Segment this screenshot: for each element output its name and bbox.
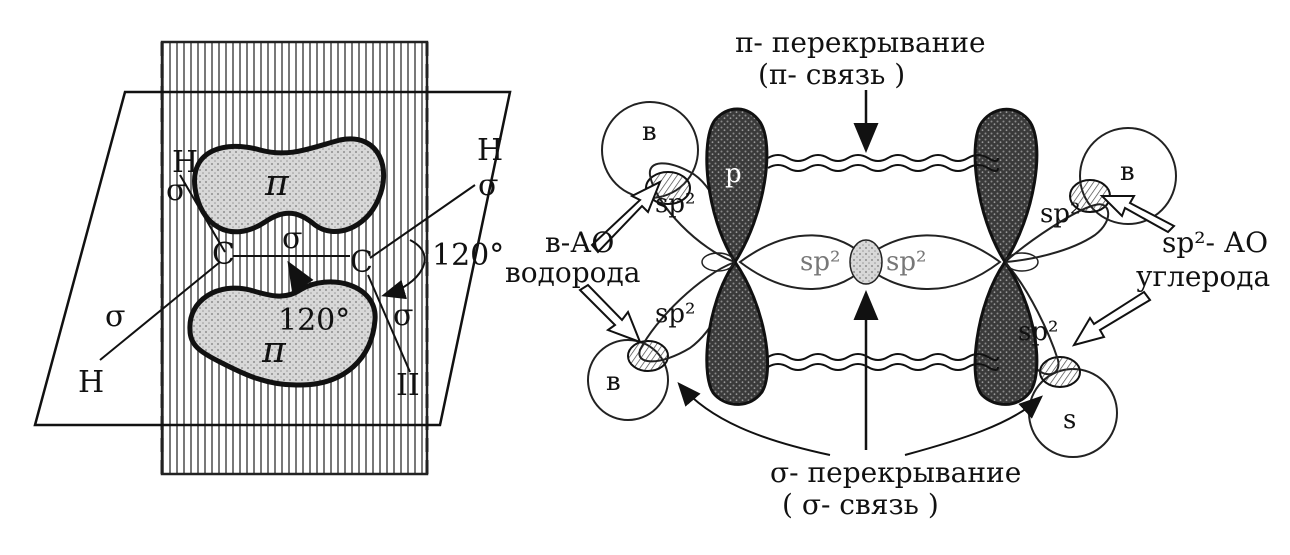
h-ao-label-line2: водорода bbox=[505, 256, 640, 289]
pi-plane bbox=[160, 40, 429, 476]
s-orbital-bottom-left bbox=[587, 339, 669, 421]
sigma-overlap-title: σ- перекрывание bbox=[770, 456, 1021, 489]
orbital-sp2-top-left: sp² bbox=[655, 189, 695, 219]
bond-c-h-top-left bbox=[179, 174, 226, 253]
pi-overlap-title: π- перекрывание bbox=[735, 26, 986, 59]
atom-h-top-left: H bbox=[172, 145, 198, 180]
p-lobe-right-upper bbox=[973, 107, 1039, 265]
sigma-bond-subtitle: ( σ- связь ) bbox=[782, 488, 939, 521]
atom-h-bottom-right: II bbox=[396, 368, 420, 403]
back-lobe-right bbox=[1005, 252, 1039, 272]
sigma-top-right: σ bbox=[478, 168, 498, 203]
sigma-center: σ bbox=[282, 221, 302, 256]
angle-outer: 120° bbox=[432, 238, 504, 273]
back-lobe-left bbox=[701, 252, 735, 272]
p-lobe-left-lower bbox=[705, 259, 769, 406]
sigma-bottom-right: σ bbox=[393, 298, 413, 333]
orbital-sp2-center-right: sp² bbox=[886, 247, 926, 277]
s-label-bottom-left: в bbox=[606, 367, 621, 397]
left-ethylene-model: H H H II C C σ σ σ σ σ π π 120° 120° bbox=[33, 40, 512, 476]
pi-overlap-wave-top-2 bbox=[767, 164, 999, 172]
s-label-bottom-right: s bbox=[1063, 405, 1076, 435]
arrow-h-ao-top bbox=[590, 179, 662, 254]
pi-bond-subtitle: (π- связь ) bbox=[758, 58, 905, 91]
p-lobe-left-upper bbox=[705, 107, 769, 265]
arrow-sigma-left bbox=[677, 381, 831, 456]
right-orbital-diagram: π- перекрывание (π- связь ) σ- перекрыва… bbox=[505, 26, 1270, 521]
atom-h-top-right: H bbox=[477, 133, 503, 168]
pi-overlap-wave-bottom-1 bbox=[767, 353, 999, 361]
orbital-p: p bbox=[725, 159, 742, 189]
h-ao-label-line1: в-АО bbox=[545, 226, 614, 259]
orbital-sp2-top-right: sp² bbox=[1040, 199, 1080, 229]
atom-h-bottom-left: H bbox=[78, 365, 104, 400]
overlap-bottom-left bbox=[627, 340, 669, 372]
s-label-top-right: в bbox=[1120, 157, 1135, 187]
pi-overlap-wave-top-1 bbox=[767, 154, 999, 162]
bond-c-h-bottom-left bbox=[99, 261, 221, 361]
sp2-lobe-top-right bbox=[1002, 203, 1110, 264]
overlap-bottom-right bbox=[1039, 356, 1081, 388]
orbital-sp2-bottom-left: sp² bbox=[655, 299, 695, 329]
pi-label-bottom: π bbox=[261, 330, 287, 371]
angle-inner: 120° bbox=[278, 303, 350, 338]
bond-c-h-top-right bbox=[369, 184, 476, 259]
orbital-sp2-bottom-right: sp² bbox=[1018, 317, 1058, 347]
angle-arc-outer bbox=[381, 239, 426, 300]
pi-lobe-upper bbox=[192, 136, 387, 235]
s-orbital-top-right bbox=[1079, 127, 1177, 225]
c-ao-label-line2: углерода bbox=[1136, 260, 1270, 293]
arrow-h-ao-bottom bbox=[578, 283, 642, 344]
arrow-c-ao-top bbox=[1099, 195, 1176, 234]
angle-arrow-inner bbox=[287, 260, 314, 293]
arrow-sigma-right bbox=[904, 395, 1043, 456]
c-ao-label-line1: sp²- АО bbox=[1162, 226, 1268, 259]
pi-overlap-wave-bottom-2 bbox=[767, 363, 999, 371]
sigma-bottom-left: σ bbox=[105, 299, 125, 334]
pi-lobe-lower bbox=[187, 279, 378, 388]
arrow-c-ao-bottom bbox=[1071, 290, 1152, 347]
sigma-overlap-center bbox=[849, 239, 883, 285]
orbital-sp2-center-left: sp² bbox=[800, 247, 840, 277]
sigma-plane bbox=[33, 90, 512, 427]
pi-label-top: π bbox=[264, 163, 290, 204]
sigma-top-left: σ bbox=[166, 173, 186, 208]
atom-c-left: C bbox=[212, 237, 235, 272]
atom-c-right: C bbox=[350, 245, 373, 280]
s-label-top-left: в bbox=[642, 117, 657, 147]
bond-c-h-bottom-right bbox=[367, 274, 411, 373]
